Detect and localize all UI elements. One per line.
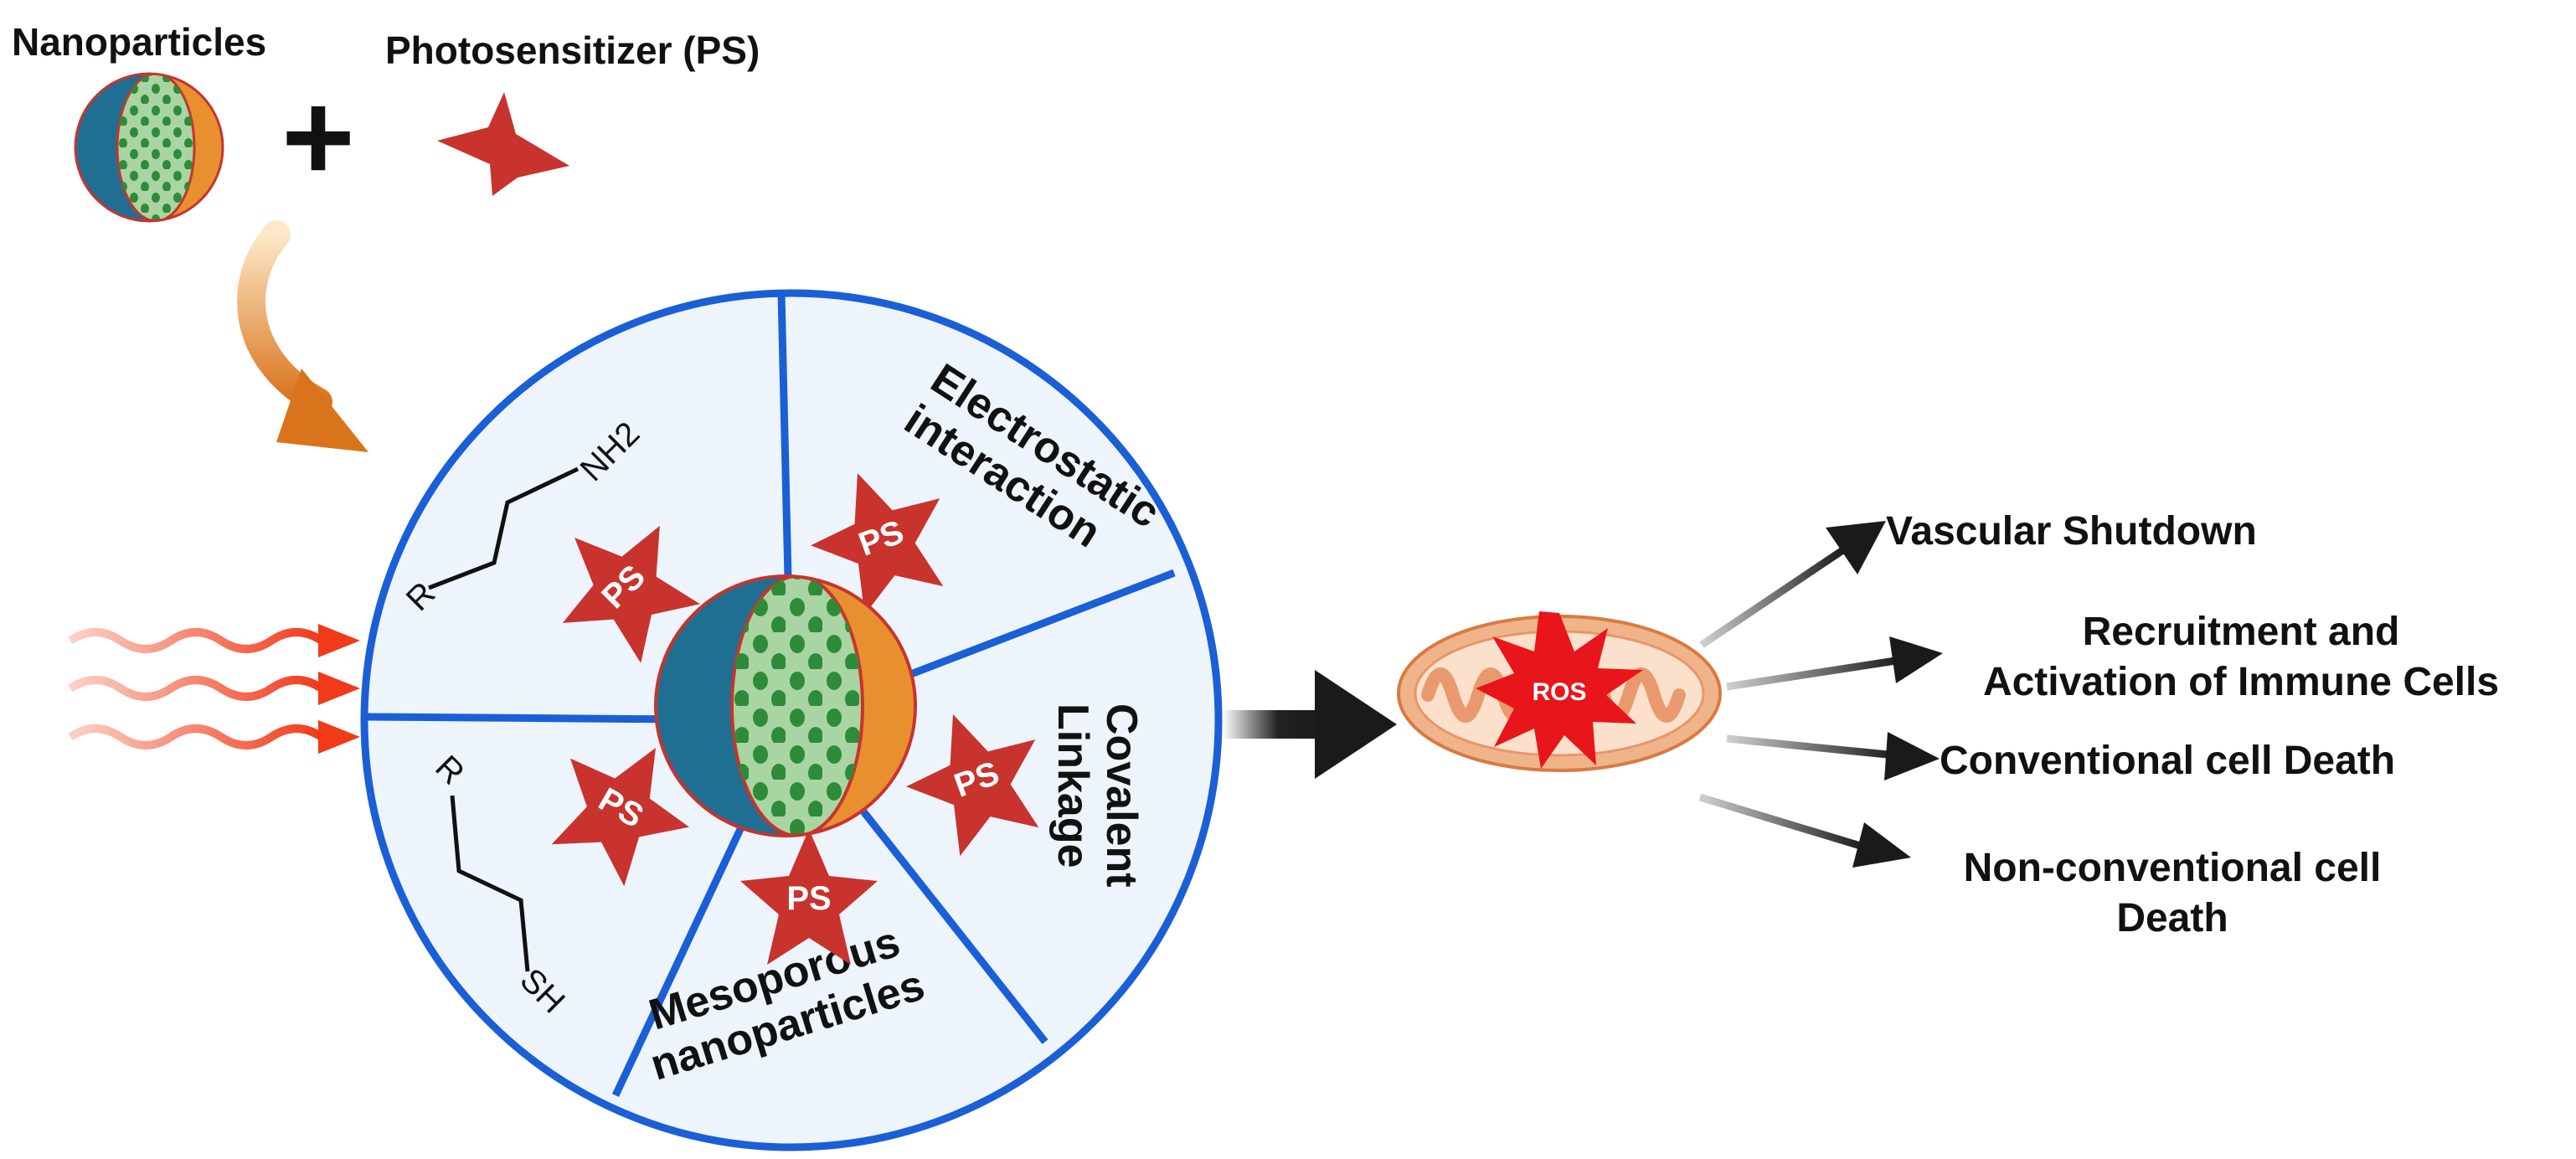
curved-arrow-icon (237, 220, 368, 452)
outcome-immune-line2: Activation of Immune Cells (1983, 660, 2499, 704)
ps-star: PS (906, 713, 1039, 857)
ros-burst-icon: ROS (1476, 611, 1643, 769)
outcome-arrow-icon (1699, 521, 1886, 648)
outcome-nonconventional-line2: Death (2116, 896, 2228, 940)
photosensitizer-label: Photosensitizer (PS) (385, 28, 760, 72)
plus-sign: + (281, 66, 355, 207)
nanoparticle-icon (74, 72, 224, 223)
outcome-vascular-shutdown: Vascular Shutdown (1886, 509, 2257, 554)
svg-text:Linkage: Linkage (1048, 703, 1097, 868)
outcome-immune-line1: Recruitment and (2083, 610, 2400, 654)
ros-label: ROS (1532, 678, 1586, 706)
ps-star: PS (551, 747, 690, 887)
photosensitizer-star-icon (437, 92, 569, 196)
svg-text:PS: PS (786, 880, 831, 917)
outcome-arrow-icon (1726, 732, 1940, 780)
ps-star: PS (811, 472, 944, 616)
outcome-arrow-icon (1698, 793, 1911, 868)
light-waves-icon (68, 624, 360, 754)
ps-star: PS (740, 829, 878, 965)
svg-text:Covalent: Covalent (1097, 703, 1146, 888)
outcome-nonconventional-line1: Non-conventional cell (1964, 846, 2382, 890)
covalent-label: Covalent Linkage (1048, 703, 1146, 888)
outcome-conventional-death: Conventional cell Death (1940, 739, 2395, 783)
process-arrow-icon (1223, 670, 1397, 779)
outcome-arrow-icon (1726, 636, 1943, 691)
nanoparticles-label: Nanoparticles (12, 20, 266, 64)
ps-star: PS (562, 525, 700, 663)
